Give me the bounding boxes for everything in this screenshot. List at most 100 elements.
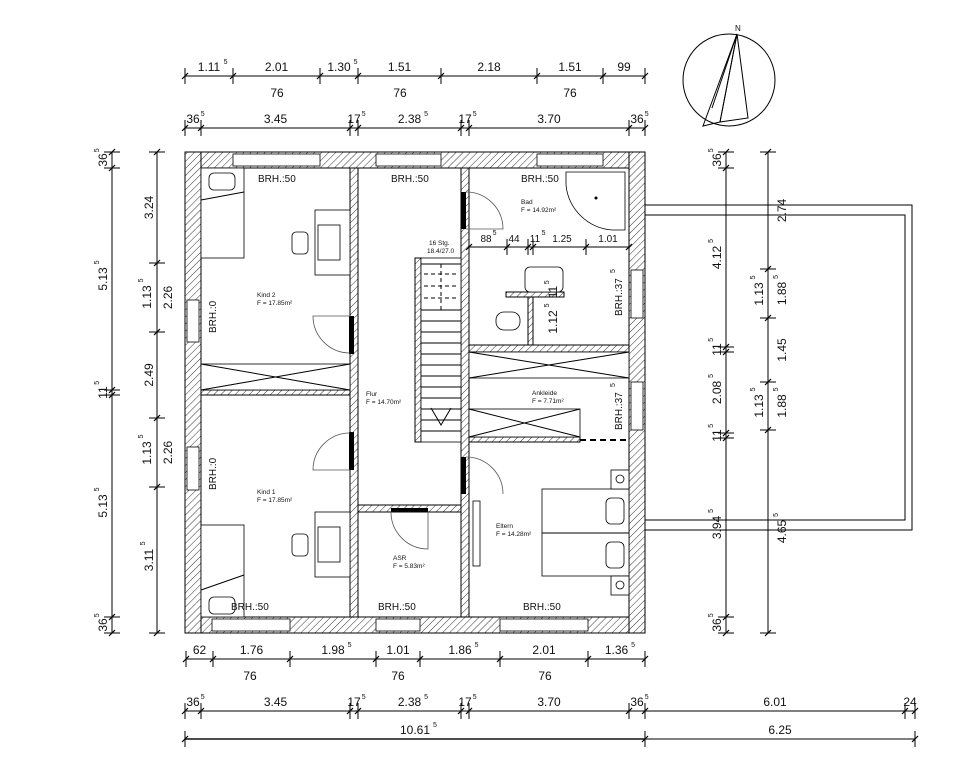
dimension-label: 62 (193, 643, 207, 657)
dimension-value: 3.24 (142, 195, 156, 219)
dimension-superscript: 5 (94, 613, 101, 617)
dimension-value: 36 (630, 695, 644, 709)
window (536, 153, 604, 167)
dimension-value: 36 (710, 153, 724, 167)
dimension-label: 1.01 (386, 643, 410, 657)
dimension-value: 36 (630, 112, 644, 126)
room-name-eltern: Eltern (496, 523, 513, 530)
dimension-value: 11 (530, 234, 541, 245)
dimension-label: 3.70 (537, 112, 561, 126)
dimension-value: 36 (710, 618, 724, 632)
dimension-value: 2.38 (398, 695, 422, 709)
dimension-label: 3.70 (537, 695, 561, 709)
dimension-label: 6.01 (763, 695, 787, 709)
svg-text:BRH.:37: BRH.:37 (614, 392, 625, 430)
terrace-outline (645, 204, 913, 531)
window (186, 299, 200, 343)
dimension-label: 1.135 (138, 434, 154, 464)
dimension-label: 24 (903, 695, 917, 709)
dimension-superscript: 5 (708, 613, 715, 617)
room-area-bad: F = 14.92m² (521, 207, 557, 214)
dimension-value: 2.26 (161, 440, 175, 464)
room-area-ankleide: F = 7.71m² (532, 398, 564, 405)
closet-ankleide (468, 408, 581, 438)
dimension-value: 1.25 (552, 234, 572, 245)
dimension-value: 1.13 (752, 394, 766, 418)
furniture (200, 167, 630, 618)
dimension-value: 3.70 (537, 695, 561, 709)
dimension-value: 11 (546, 285, 560, 298)
brh-bad-top: BRH.:50 (521, 174, 559, 185)
dimension-superscript: 5 (708, 148, 715, 152)
dimension-label: 4.125 (708, 239, 724, 269)
dimension-value: 2.18 (477, 60, 501, 74)
opening-height: 76 (393, 86, 407, 100)
compass: N (682, 24, 776, 127)
dimension-value: 2.01 (265, 60, 289, 74)
dimension-superscript: 5 (708, 424, 715, 428)
dimension-value: 2.74 (775, 198, 789, 222)
svg-text:BRH.:37: BRH.:37 (614, 278, 625, 316)
dimension-superscript: 5 (138, 434, 145, 438)
dimension-value: 44 (508, 234, 520, 245)
dimension-superscript: 5 (773, 387, 780, 391)
dimension-label: 115 (530, 230, 546, 245)
closet-bad (468, 351, 630, 379)
dimension-superscript: 5 (433, 722, 437, 729)
dimension-label: 2.01 (265, 60, 289, 74)
window (375, 153, 442, 167)
window (630, 381, 644, 431)
dimension-label: 1.885 (773, 387, 789, 417)
dimension-label: 1.135 (750, 275, 766, 305)
opening-height: 76 (391, 669, 405, 683)
stairs-steps: 16 Stg. (429, 240, 450, 247)
dimension-label: 2.74 (775, 198, 789, 222)
dimension-label: 115 (94, 381, 110, 399)
dimension-value: 1.86 (448, 643, 472, 657)
dimension-value: 1.12 (546, 310, 560, 334)
window (630, 269, 644, 319)
dimension-label: 1.25 (552, 234, 572, 245)
dimension-value: 2.38 (398, 112, 422, 126)
dimension-superscript: 5 (424, 694, 428, 701)
dimension-value: 4.12 (710, 245, 724, 269)
dimension-superscript: 5 (424, 111, 428, 118)
dimension-label: 115 (708, 338, 724, 356)
dimension-value: 1.01 (598, 234, 618, 245)
room-name-kind1: Kind 1 (257, 489, 276, 496)
dimension-value: 11 (96, 386, 110, 399)
dimension-superscript: 5 (140, 541, 147, 545)
dimension-superscript: 5 (542, 230, 546, 237)
dimension-label: 2.085 (708, 374, 724, 404)
dimension-label: 3.45 (264, 112, 288, 126)
dimension-value: 24 (903, 695, 917, 709)
dimension-superscript: 5 (773, 275, 780, 279)
room-area-flur: F = 14.70m² (366, 399, 402, 406)
dimension-superscript: 5 (348, 642, 352, 649)
dimension-label: 1.76 (240, 643, 264, 657)
dimension-superscript: 5 (544, 303, 551, 307)
dimension-value: 1.01 (386, 643, 410, 657)
dimension-value: 11 (710, 429, 724, 442)
dimension-superscript: 5 (544, 280, 551, 284)
dimension-value: 17 (458, 695, 472, 709)
dimension-value: 17 (347, 112, 361, 126)
dimension-superscript: 5 (94, 487, 101, 491)
dimension-value: 5.13 (96, 267, 110, 291)
dimension-superscript: 5 (475, 642, 479, 649)
brh-kind2-top: BRH.:50 (258, 174, 296, 185)
brh-eltern-bottom: BRH.:50 (523, 602, 561, 613)
